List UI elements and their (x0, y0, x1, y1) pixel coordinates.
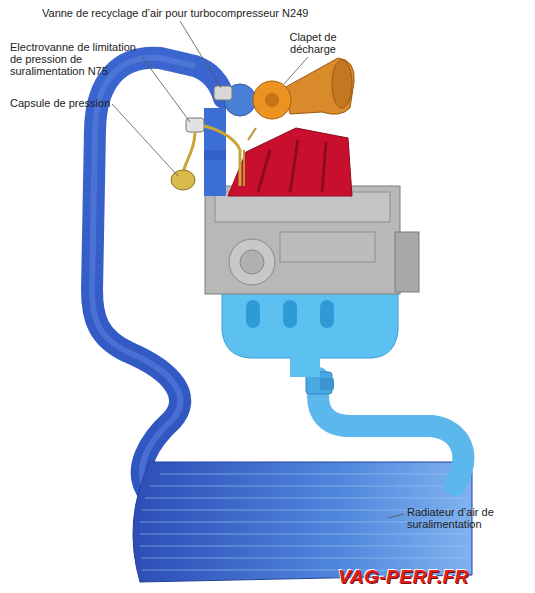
fin (140, 534, 468, 535)
cylinder-head-panel (280, 232, 375, 262)
compressor-pipe (204, 108, 226, 196)
leader-line (142, 57, 190, 122)
exhaust-runners (258, 140, 326, 192)
outlet-flange (332, 60, 352, 108)
pulley-hub (240, 250, 264, 274)
charge-pipe (92, 58, 224, 495)
exhaust-manifold (228, 128, 352, 196)
intake-manifold (222, 288, 398, 358)
leader-line (180, 21, 221, 88)
leader-line (388, 514, 404, 518)
throttle-motor (320, 378, 334, 390)
actuator-rod (244, 128, 256, 186)
pressure-capsule (171, 170, 195, 190)
leader-line (112, 104, 178, 176)
recirculation-valve (214, 86, 232, 100)
turbine-center (265, 93, 279, 107)
watermark: VAG-PERF.FR (338, 566, 528, 588)
pipe-highlight (92, 58, 195, 495)
fin (140, 546, 468, 547)
intake-pipe (318, 378, 463, 485)
leader-line (284, 57, 308, 84)
fin (150, 486, 468, 487)
leader-lines (112, 21, 404, 518)
plenum-neck (290, 355, 320, 377)
manifold-runner (283, 300, 297, 328)
part-label: Capsule de pression (10, 97, 130, 109)
fin (145, 498, 468, 499)
engine-block (205, 186, 400, 294)
turbine-housing (253, 81, 291, 119)
pulley (229, 239, 275, 285)
engine-side-cover (395, 232, 419, 292)
turbo-outlet (284, 58, 354, 114)
manifold-runner (320, 300, 334, 328)
part-label: Vanne de recyclage d’air pour turbocompr… (42, 7, 342, 19)
fin (141, 558, 468, 559)
pipe-clamp (204, 150, 226, 160)
part-label: Electrovanne de limitation de pression d… (10, 41, 145, 77)
part-label: Radiateur d’air de suralimentation (407, 506, 525, 530)
manifold-runner (246, 300, 260, 328)
fin (160, 474, 468, 475)
part-label: Clapet de décharge (282, 31, 344, 55)
